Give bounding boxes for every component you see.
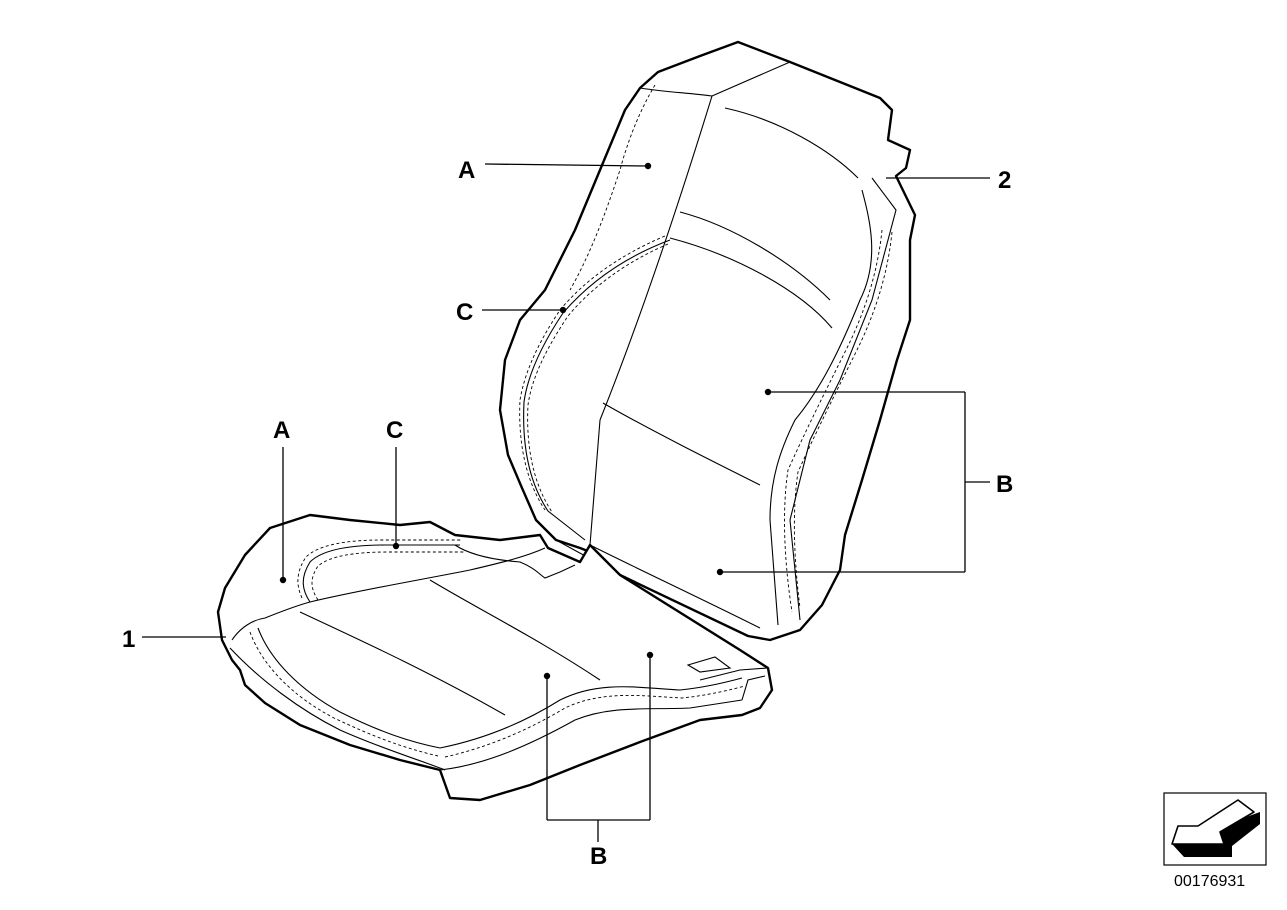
callout-label-cushion-b: B [590,843,607,870]
callout-cushion-b: B [543,651,654,870]
backrest-cover [498,40,917,642]
reference-number: 00176931 [1174,873,1245,890]
callout-cushion-c: C [386,417,403,550]
callout-backrest-c: C [456,299,567,326]
callout-part-2: 2 [886,167,1011,194]
callout-cushion-a: A [273,417,290,584]
callout-label-backrest-c: C [456,299,473,326]
callout-backrest-b: B [716,388,1013,576]
callout-label-backrest-b: B [996,471,1013,498]
callout-backrest-a: A [458,157,652,184]
callout-label-cushion-c: C [386,417,403,444]
arrow-down-left-icon[interactable] [1163,792,1267,866]
seat-cushion-cover [216,513,774,802]
callout-label-cushion-a: A [273,417,290,444]
callout-label-part-2: 2 [998,167,1011,194]
callout-part-1: 1 [122,626,226,653]
callout-label-backrest-a: A [458,157,475,184]
callout-label-part-1: 1 [122,626,135,653]
